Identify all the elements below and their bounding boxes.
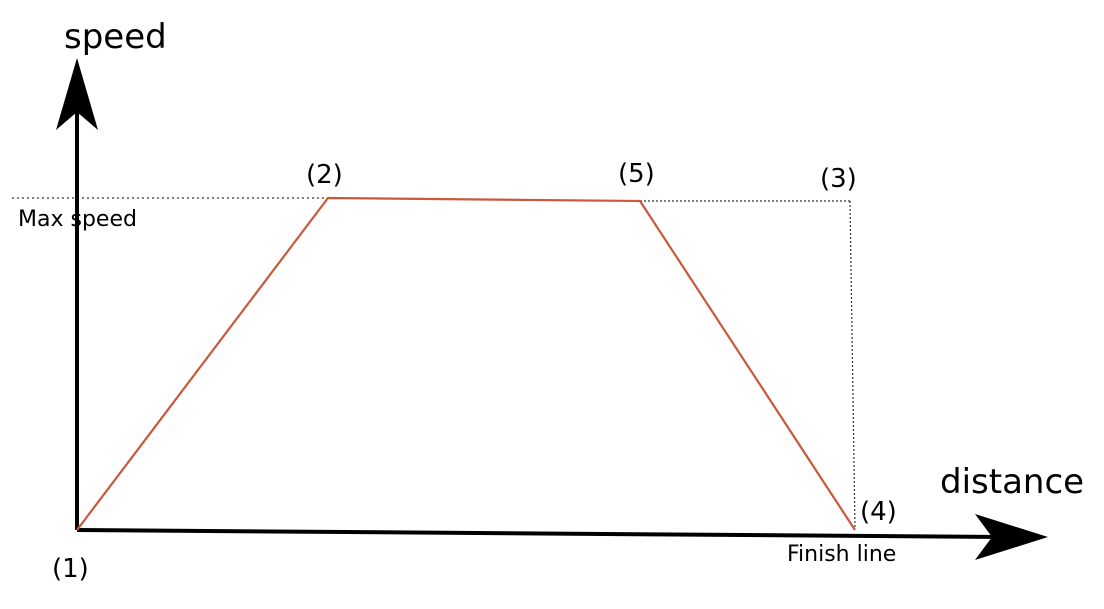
finish-line-label: Finish line — [787, 542, 896, 567]
x-axis-arrowhead — [975, 514, 1048, 560]
point-label-4: (4) — [860, 497, 897, 527]
point-label-5: (5) — [618, 159, 655, 189]
y-axis-title: speed — [64, 17, 167, 57]
x-axis-line — [76, 528, 1006, 539]
y-axis-arrowhead — [56, 58, 98, 130]
max-speed-label: Max speed — [18, 207, 137, 232]
finish-drop-line — [849, 200, 856, 529]
speed-profile-line — [76, 196, 856, 531]
point-label-3: (3) — [820, 164, 857, 194]
point-label-2: (2) — [306, 160, 343, 190]
point-label-1: (1) — [52, 554, 89, 584]
x-axis-title: distance — [940, 462, 1084, 502]
